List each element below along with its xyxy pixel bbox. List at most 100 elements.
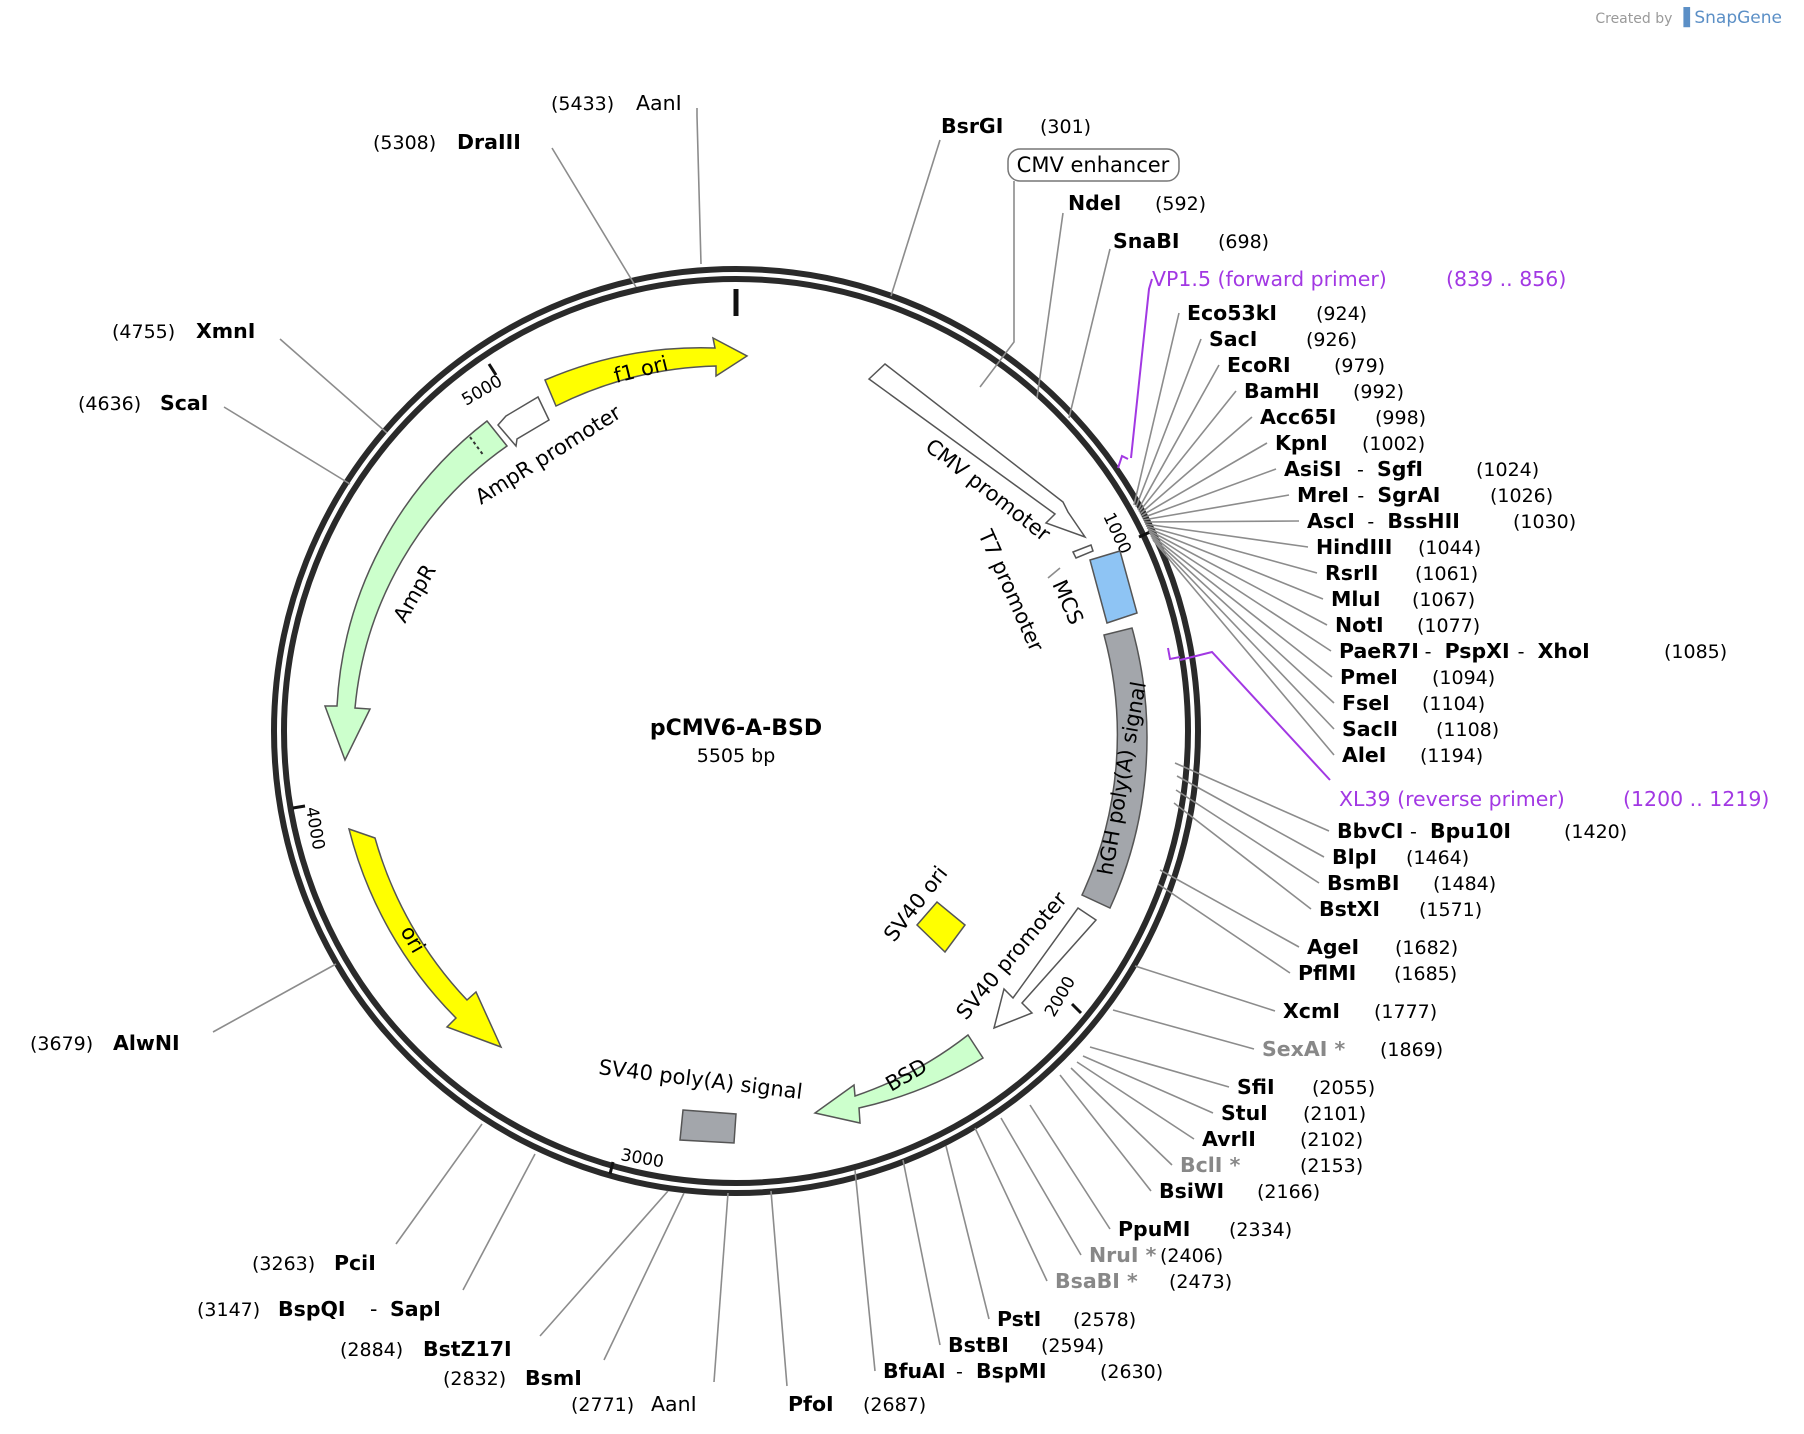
site-lead: [1176, 775, 1325, 858]
cut-site-snabi: SnaBI (698): [1068, 229, 1269, 419]
cut-site-mrei: MreI-SgrAI(1026): [1142, 483, 1553, 521]
cut-site-asci: AscI-BssHII(1030): [1143, 509, 1576, 533]
site-name: AsiSI: [1284, 457, 1342, 481]
site-name: PstI: [997, 1307, 1041, 1331]
site-lead: [1139, 416, 1253, 515]
site-pos: (992): [1353, 381, 1404, 403]
svg-text:-: -: [370, 1297, 377, 1321]
site-lead: [1146, 527, 1324, 600]
site-pos: (3263): [252, 1253, 315, 1275]
site-pos: (2406): [1160, 1245, 1223, 1267]
cut-site-stui: StuI (2101): [1082, 1055, 1366, 1125]
site-pos: (1002): [1362, 433, 1425, 455]
feature-hgh-polya: [1081, 627, 1148, 909]
cut-site-bsrgi: BsrGI (592) (301): [890, 114, 1091, 297]
site-pos: (3147): [197, 1299, 260, 1321]
cut-site-bspqi-sapi: (3147) BspQI - SapI: [197, 1153, 536, 1321]
site-name: PciI: [334, 1251, 376, 1275]
tick-label-2000: 2000: [1041, 973, 1080, 1020]
feature-mcs: [1089, 550, 1138, 624]
tick-label-1000: 1000: [1098, 510, 1134, 558]
cut-site-nrui: NruI *(2406): [1000, 1117, 1223, 1267]
cut-site-avrii: AvrII(2102): [1076, 1061, 1363, 1151]
site-name: NotI: [1335, 613, 1384, 637]
feature-cmv-promoter: [867, 363, 1087, 539]
site-pos: (924): [1316, 303, 1367, 325]
tick-marks: [292, 363, 1151, 1175]
site-lead: [1145, 525, 1318, 574]
site-pos: (1104): [1422, 693, 1485, 715]
cut-site-scai: (4636) ScaI: [78, 391, 351, 485]
cut-site-acc65i: Acc65I(998): [1139, 405, 1426, 515]
site-name: BsrGI: [941, 114, 1003, 138]
site-name: BssHII: [1387, 509, 1459, 533]
site-pos: (4755): [112, 321, 175, 343]
snapgene-logo-icon: ▐: [1676, 8, 1690, 28]
site-lead: [1140, 442, 1268, 517]
feature-sv40-polya: [679, 1109, 737, 1144]
plasmid-length: 5505 bp: [697, 745, 776, 767]
site-name: KpnI: [1275, 431, 1328, 455]
site-pos: (1077): [1417, 615, 1480, 637]
site-name: BbvCI: [1337, 819, 1403, 843]
site-name: ScaI: [160, 391, 208, 415]
site-name: FseI: [1342, 691, 1390, 715]
site-name: AscI: [1307, 509, 1355, 533]
site-lead: [1029, 1104, 1111, 1230]
cut-site-bsmbi: BsmBI(1484): [1175, 789, 1496, 895]
feature-sv40-promoter: [992, 906, 1098, 1030]
site-pos: (1094): [1432, 667, 1495, 689]
cut-site-rsrii: RsrII(1061): [1145, 525, 1478, 585]
site-pos: (1685): [1394, 963, 1457, 985]
site-pos: (2102): [1300, 1129, 1363, 1151]
site-pos: (1024): [1476, 459, 1539, 481]
site-pos: (1067): [1412, 589, 1475, 611]
site-name: BspMI: [976, 1359, 1047, 1383]
site-lead: [1137, 364, 1220, 511]
tick-3000: [608, 1161, 615, 1175]
cut-site-bstz17i: (2884) BstZ17I: [340, 1190, 669, 1361]
site-name: DraIII: [457, 130, 521, 154]
right-cut-sites: Eco53kI(924)SacI(926)EcoRI(979)BamHI(992…: [854, 301, 1727, 1383]
site-name: BsmBI: [1327, 871, 1399, 895]
site-lead: [1148, 531, 1332, 652]
site-name: SfiI: [1237, 1075, 1275, 1099]
site-lead: [1059, 1074, 1152, 1192]
xl39-name: XL39 (reverse primer): [1339, 787, 1565, 811]
cmv-enhancer-text: CMV enhancer: [1017, 153, 1170, 177]
site-separator: -: [956, 1361, 963, 1383]
site-lead: [1134, 965, 1276, 1012]
primer-xl39: XL39 (reverse primer) (1200 .. 1219): [1167, 647, 1769, 811]
site-pos: (3679): [30, 1033, 93, 1055]
site-pos: (1194): [1420, 745, 1483, 767]
site-pos: (926): [1306, 329, 1357, 351]
site-lead: [1149, 533, 1333, 678]
cut-site-ndei: NdeI (592): [1036, 191, 1206, 399]
cut-site-agei: AgeI(1682): [1159, 869, 1458, 959]
cut-site-pcii: (3263) PciI: [252, 1123, 483, 1275]
site-name: PmeI: [1340, 665, 1398, 689]
snapgene-credit: Created by ▐ SnapGene: [1595, 8, 1782, 28]
site-lead: [1141, 468, 1277, 519]
cut-site-sexai: SexAI *(1869): [1112, 1009, 1443, 1061]
site-lead: [1175, 789, 1320, 884]
site-pos: (998): [1375, 407, 1426, 429]
site-lead: [1143, 520, 1300, 523]
site-name: SgrAI: [1377, 483, 1440, 507]
cut-site-aani-5433: (5433) AanI: [551, 91, 702, 265]
feature-f1-ori: [544, 336, 749, 408]
site-pos: (2101): [1303, 1103, 1366, 1125]
site-name: XhoI: [1538, 639, 1590, 663]
cut-site-bstbi: BstBI(2594): [902, 1159, 1104, 1357]
site-name: StuI: [1221, 1101, 1268, 1125]
site-pos: (979): [1334, 355, 1385, 377]
cut-site-bstxi: BstXI(1571): [1173, 802, 1482, 921]
feature-t7-promoter: [1071, 544, 1094, 559]
site-name: PpuMI: [1118, 1217, 1190, 1241]
site-lead: [1082, 1055, 1214, 1114]
site-pos: (2473): [1169, 1271, 1232, 1293]
site-pos: (1108): [1436, 719, 1499, 741]
site-pos: (2055): [1312, 1077, 1375, 1099]
primer-vp15: VP1.5 (forward primer) (839 .. 856): [1117, 267, 1566, 469]
